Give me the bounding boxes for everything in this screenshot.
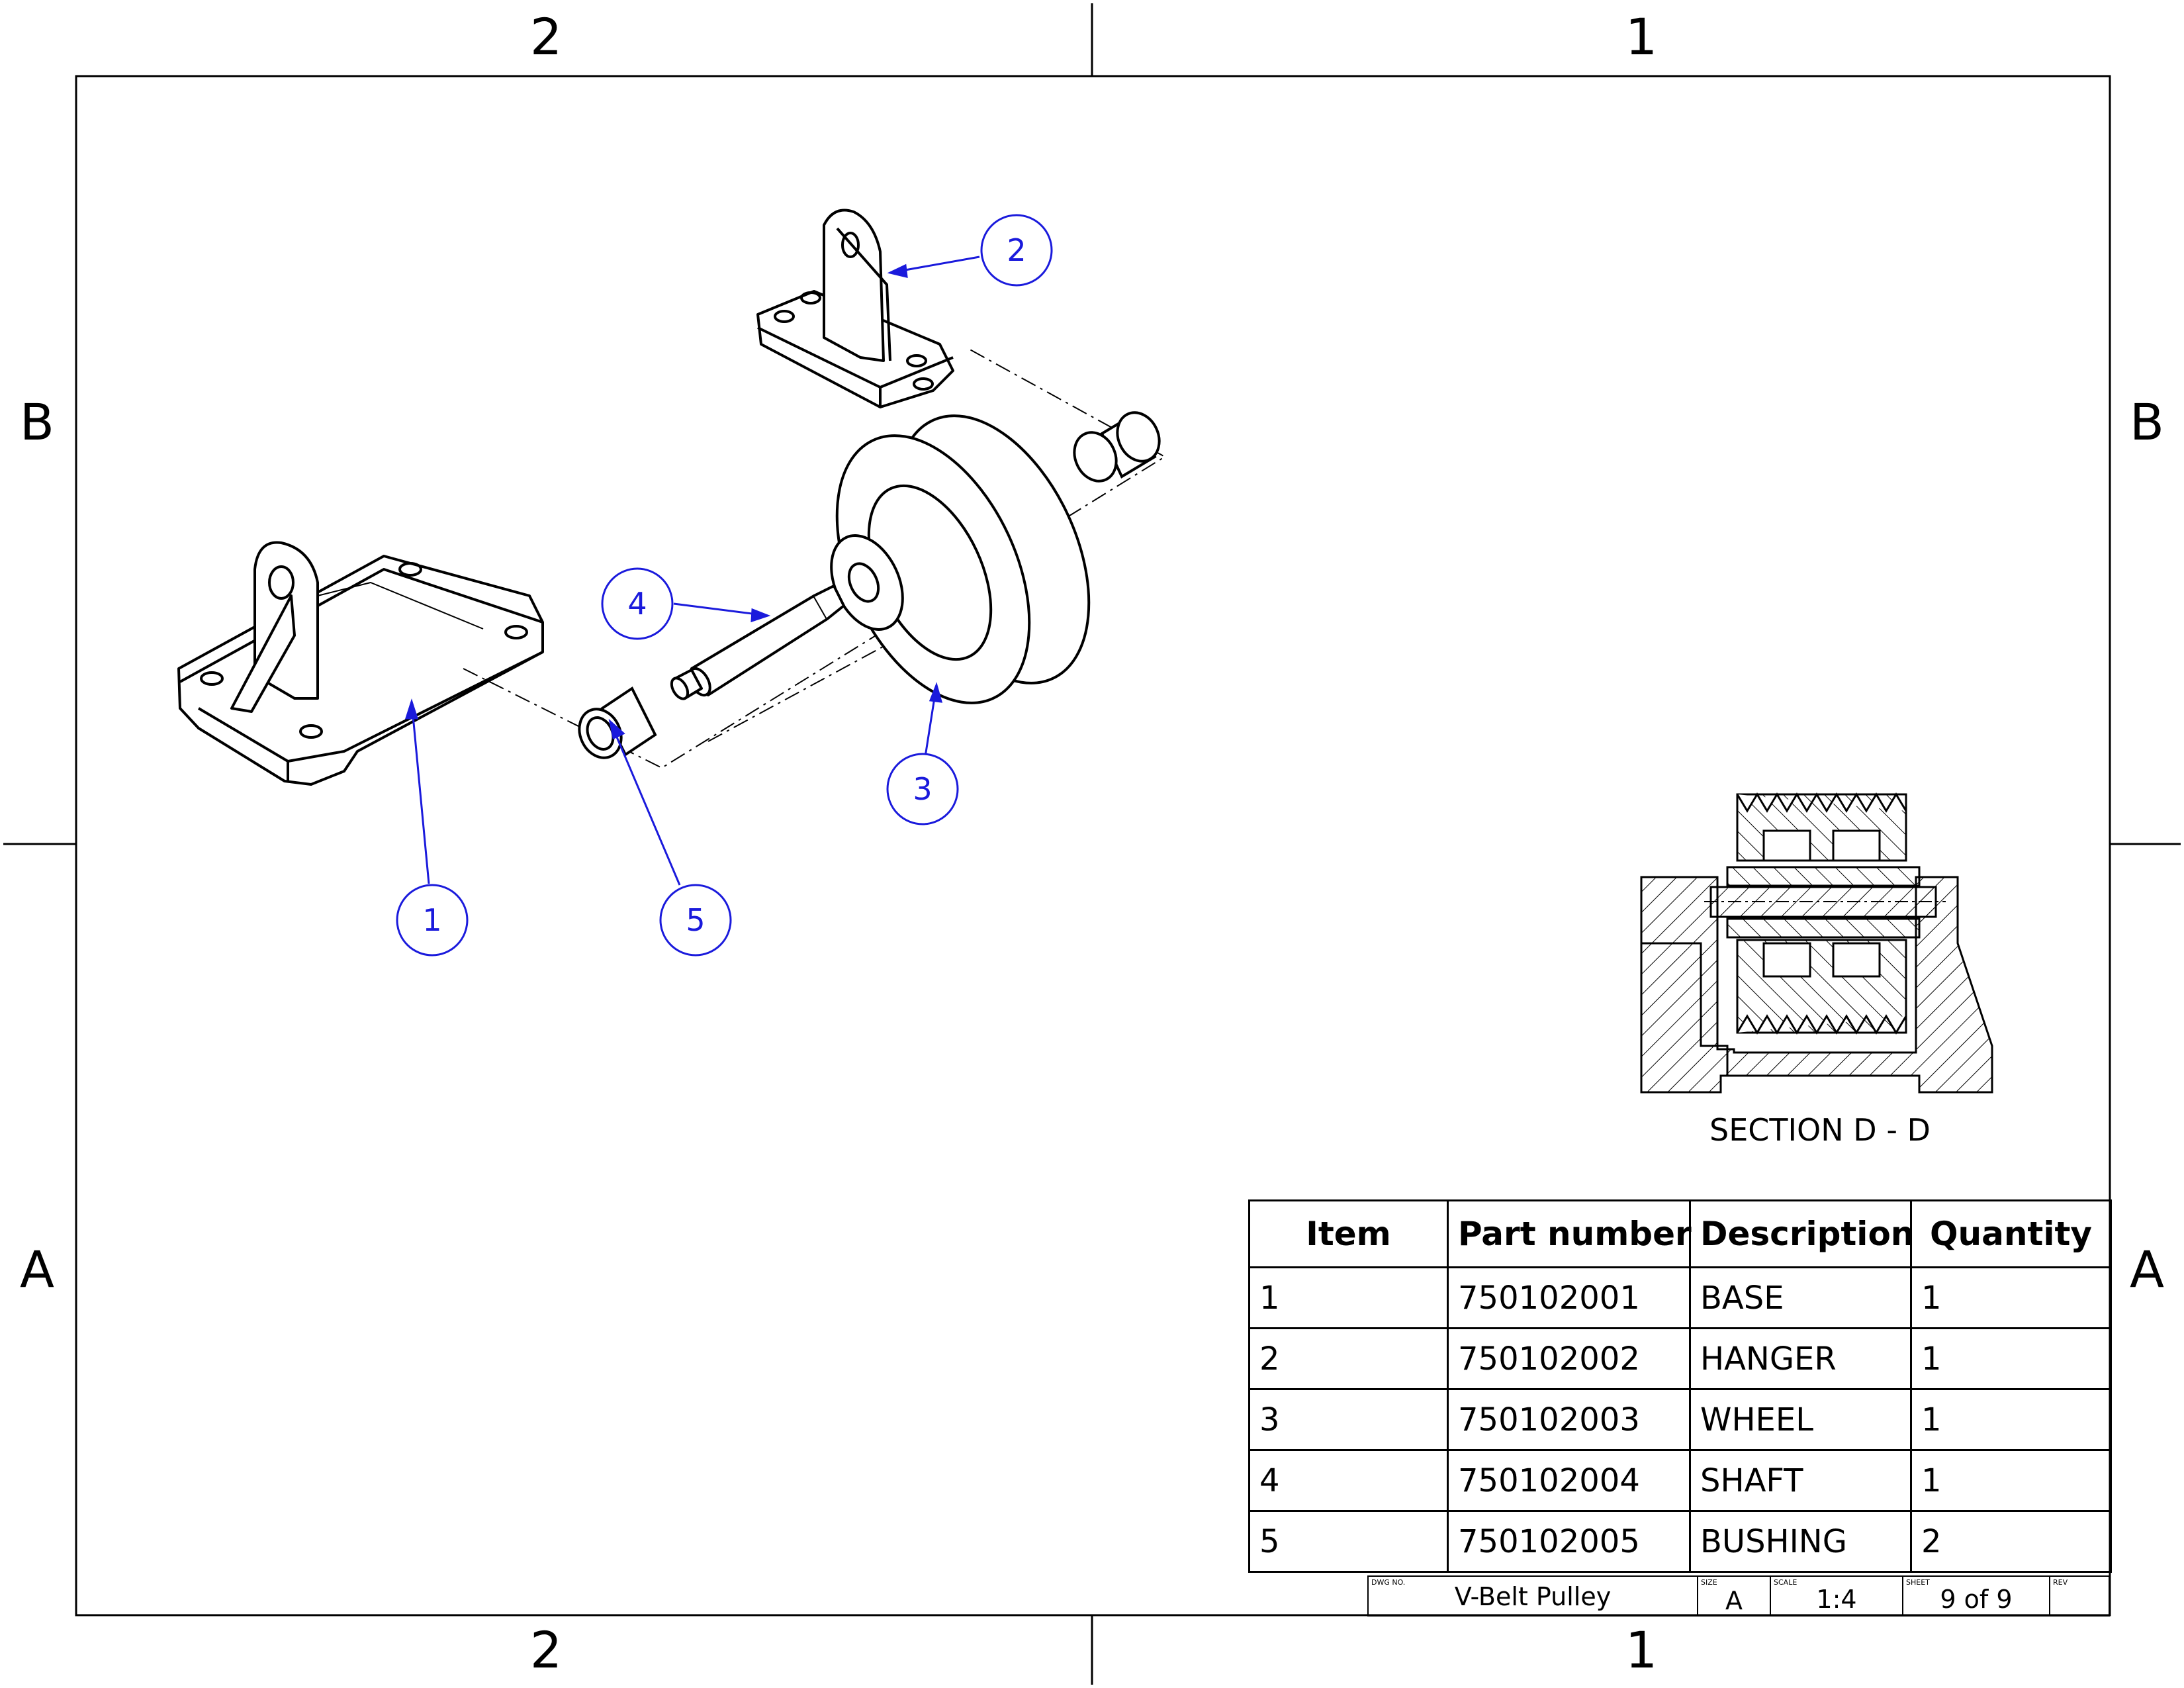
table-row: 5 750102005 BUSHING 2 — [1248, 1510, 2112, 1573]
bom-cell: 2 — [1248, 1327, 1449, 1390]
zone-label-right-b: B — [2129, 393, 2165, 451]
bom-table: Item Part number Description Quantity 1 … — [1248, 1199, 2112, 1573]
scale-label: SCALE — [1774, 1578, 1797, 1587]
table-row: 4 750102004 SHAFT 1 — [1248, 1449, 2112, 1512]
table-row: 3 750102003 WHEEL 1 — [1248, 1388, 2112, 1451]
title-block-dwg: DWG NO. V-Belt Pulley — [1367, 1575, 1698, 1617]
shaft-part — [670, 585, 845, 700]
balloon-2: 2 — [1007, 232, 1026, 268]
bom-cell: 1 — [1910, 1388, 2112, 1451]
balloon-3: 3 — [913, 771, 932, 807]
zone-ticks — [3, 3, 2181, 1685]
title-block-sheet: SHEET 9 of 9 — [1902, 1575, 2050, 1617]
dwg-label: DWG NO. — [1371, 1578, 1406, 1587]
bom-cell: SHAFT — [1689, 1449, 1912, 1512]
wheel-part — [830, 414, 1091, 704]
bom-cell: 750102003 — [1447, 1388, 1691, 1451]
bom-header-description: Description — [1689, 1199, 1914, 1268]
scale-value: 1:4 — [1816, 1585, 1857, 1614]
size-label: SIZE — [1701, 1578, 1717, 1587]
bom-cell: 750102001 — [1447, 1266, 1691, 1329]
balloon-5: 5 — [686, 902, 705, 938]
zone-label-bottom-right: 1 — [1625, 1620, 1658, 1679]
table-row: 2 750102002 HANGER 1 — [1248, 1327, 2112, 1390]
balloon-circles — [396, 214, 1053, 957]
title-block-size: SIZE A — [1697, 1575, 1771, 1617]
dwg-value: V-Belt Pulley — [1454, 1582, 1612, 1611]
bom-cell: HANGER — [1689, 1327, 1912, 1390]
bom-cell: WHEEL — [1689, 1388, 1912, 1451]
bom-header-part-number: Part number — [1447, 1199, 1692, 1268]
bom-cell: 1 — [1910, 1266, 2112, 1329]
bom-cell: 2 — [1910, 1510, 2112, 1573]
hanger-part — [756, 209, 954, 408]
balloon-labels: 1 2 3 4 5 — [422, 232, 1026, 938]
bushing-parts — [578, 411, 1161, 759]
zone-label-left-a: A — [20, 1240, 54, 1299]
title-block-rev: REV — [2049, 1575, 2110, 1617]
zone-label-top-right: 1 — [1625, 7, 1658, 66]
bom-cell: 4 — [1248, 1449, 1449, 1512]
rev-label: REV — [2053, 1578, 2068, 1587]
section-view — [1640, 792, 1993, 1094]
bom-header-item: Item — [1248, 1199, 1449, 1268]
bom-cell: 750102002 — [1447, 1327, 1691, 1390]
bom-cell: 5 — [1248, 1510, 1449, 1573]
table-row: 1 750102001 BASE 1 — [1248, 1266, 2112, 1329]
bom-cell: BUSHING — [1689, 1510, 1912, 1573]
sheet-label: SHEET — [1906, 1578, 1930, 1587]
zone-label-bottom-left: 2 — [529, 1620, 563, 1679]
bom-cell: BASE — [1689, 1266, 1912, 1329]
bom-cell: 1 — [1248, 1266, 1449, 1329]
bom-header-row: Item Part number Description Quantity — [1248, 1199, 2112, 1268]
balloon-4: 4 — [627, 586, 647, 622]
zone-label-top-left: 2 — [529, 7, 563, 66]
zone-label-left-b: B — [19, 393, 55, 451]
base-part — [177, 541, 544, 786]
balloon-1: 1 — [422, 902, 441, 938]
bom-cell: 1 — [1910, 1449, 2112, 1512]
size-value: A — [1725, 1586, 1743, 1615]
bom-cell: 1 — [1910, 1327, 2112, 1390]
sheet-value: 9 of 9 — [1940, 1585, 2013, 1614]
zone-label-right-a: A — [2130, 1240, 2164, 1299]
bom-header-quantity: Quantity — [1910, 1199, 2112, 1268]
bom-cell: 750102005 — [1447, 1510, 1691, 1573]
balloon-leaders — [404, 256, 980, 886]
bom-cell: 750102004 — [1447, 1449, 1691, 1512]
section-caption: SECTION D - D — [1709, 1112, 1931, 1148]
bom-cell: 3 — [1248, 1388, 1449, 1451]
title-block-scale: SCALE 1:4 — [1770, 1575, 1903, 1617]
